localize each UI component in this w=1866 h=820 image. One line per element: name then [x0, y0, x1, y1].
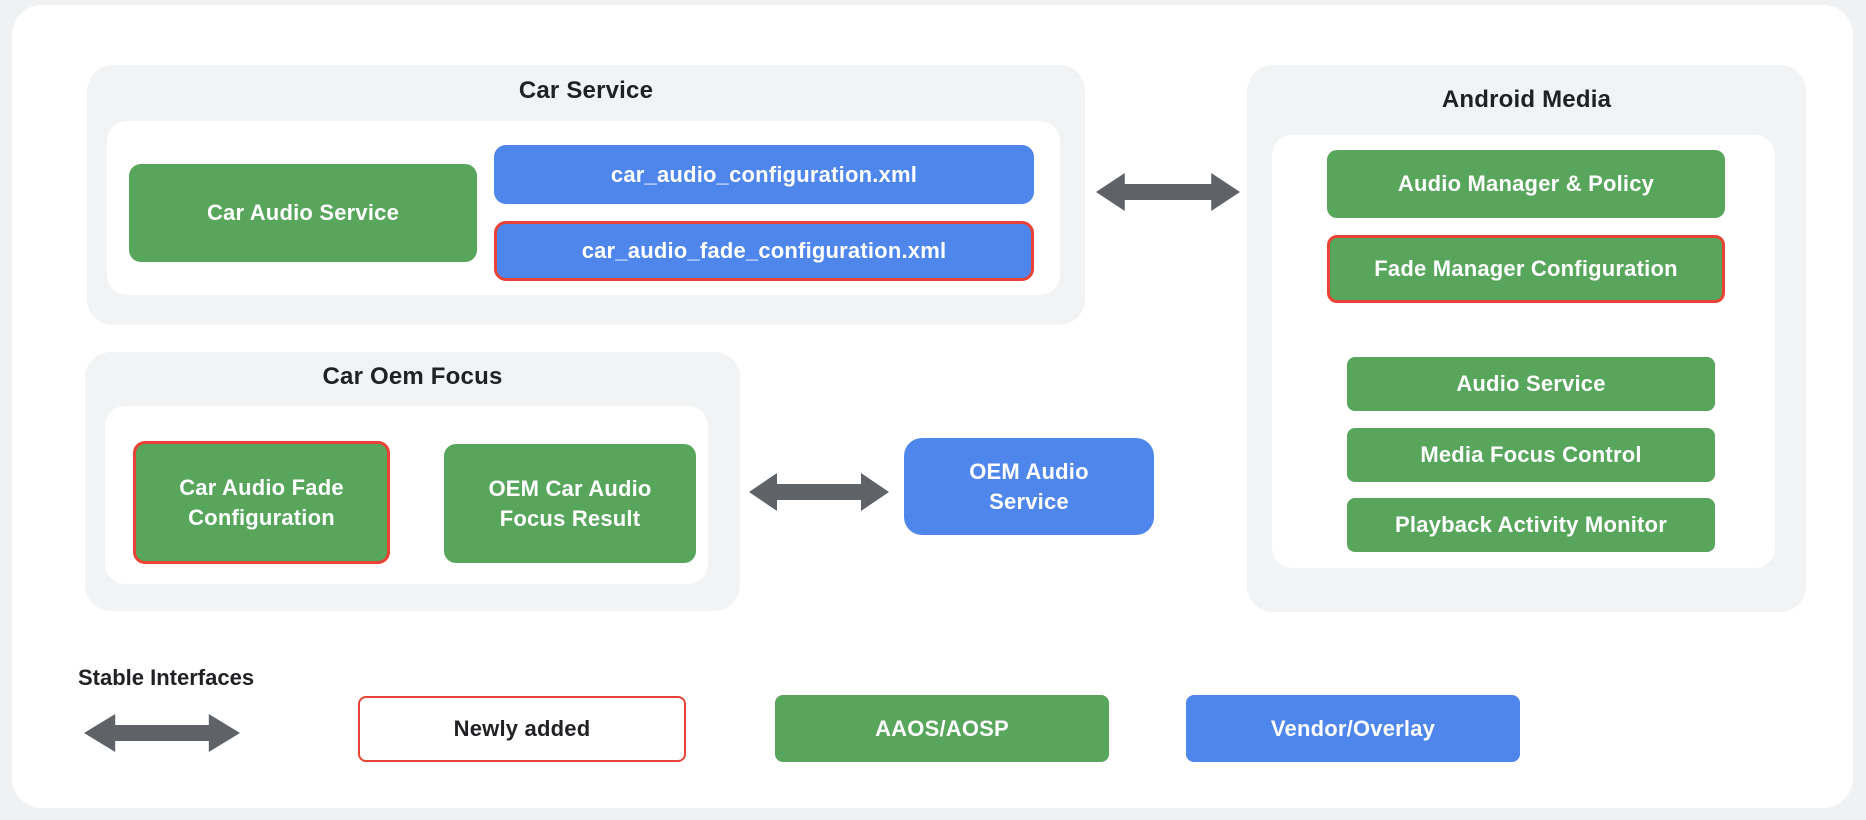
box-label: Car Audio Fade Configuration: [179, 474, 344, 530]
box-car-audio-fade-configuration: Car Audio Fade Configuration: [133, 441, 390, 564]
box-oem-car-audio-focus-result: OEM Car Audio Focus Result: [444, 444, 696, 563]
legend-aaos-aosp: AAOS/AOSP: [775, 695, 1109, 762]
box-media-focus-control: Media Focus Control: [1347, 428, 1715, 482]
box-car-audio-service: Car Audio Service: [129, 164, 477, 262]
box-car-audio-fade-configuration-xml: car_audio_fade_configuration.xml: [494, 221, 1034, 281]
legend-vendor-overlay: Vendor/Overlay: [1186, 695, 1520, 762]
arrow-car-oem-focus-oem-audio-service: [749, 470, 889, 514]
box-fade-manager-configuration: Fade Manager Configuration: [1327, 235, 1725, 303]
diagram-card: Car Service Car Audio Service car_audio_…: [12, 5, 1853, 808]
box-car-audio-configuration-xml: car_audio_configuration.xml: [494, 145, 1034, 204]
group-title-android-media: Android Media: [1441, 86, 1612, 113]
group-title-car-oem-focus: Car Oem Focus: [322, 363, 503, 390]
box-playback-activity-monitor: Playback Activity Monitor: [1347, 498, 1715, 552]
arrow-car-service-android-media: [1096, 170, 1240, 214]
box-label: OEM Audio Service: [969, 458, 1089, 514]
box-oem-audio-service: OEM Audio Service: [904, 438, 1154, 535]
group-title-car-service: Car Service: [518, 77, 654, 104]
legend-newly-added: Newly added: [358, 696, 686, 762]
legend-title-stable-interfaces: Stable Interfaces: [78, 665, 255, 690]
box-label: OEM Car Audio Focus Result: [488, 475, 652, 531]
box-audio-service: Audio Service: [1347, 357, 1715, 411]
legend-stable-interfaces-arrow: [84, 711, 240, 755]
box-audio-manager-policy: Audio Manager & Policy: [1327, 150, 1725, 218]
